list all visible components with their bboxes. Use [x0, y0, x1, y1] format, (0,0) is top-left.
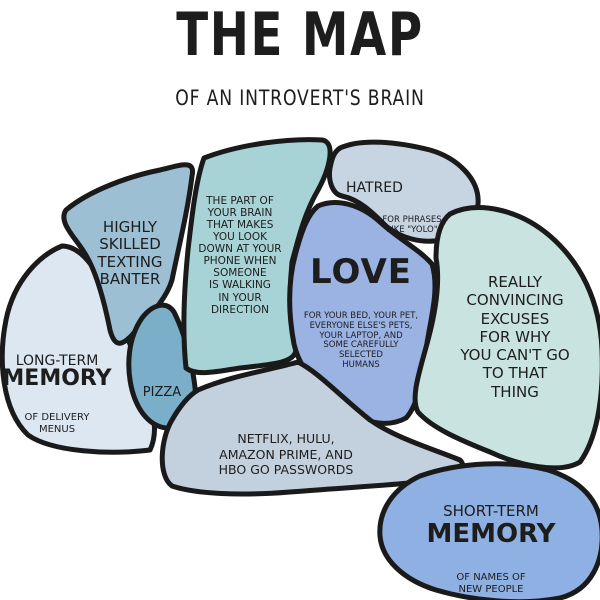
region-short-term-memory-shape	[377, 461, 600, 600]
love-label: LOVE FOR YOUR BED, YOUR PET, EVERYONE EL…	[290, 236, 432, 390]
hatred-label: HATRED FOR PHRASES LIKE "YOLO"	[336, 162, 464, 255]
passwords-text: NETFLIX, HULU, AMAZON PRIME, AND HBO GO …	[218, 431, 354, 478]
love-heading: LOVE	[310, 252, 412, 292]
short-term-memory-heading-line2: MEMORY	[426, 519, 556, 550]
page-title: THE MAP	[176, 0, 424, 70]
texting-banter-label: HIGHLY SKILLED TEXTING BANTER	[80, 200, 180, 307]
excuses-text: REALLY CONVINCING EXCUSES FOR WHY YOU CA…	[460, 273, 570, 401]
passwords-label: NETFLIX, HULU, AMAZON PRIME, AND HBO GO …	[200, 412, 372, 497]
love-detail: FOR YOUR BED, YOUR PET, EVERYONE ELSE'S …	[303, 311, 419, 370]
short-term-memory-detail: OF NAMES OF NEW PEOPLE	[456, 572, 526, 595]
region-excuses-shape	[412, 205, 600, 471]
region-texting-banter-shape	[61, 162, 196, 346]
hatred-heading: HATRED	[346, 180, 403, 196]
short-term-memory-heading-line1: SHORT-TERM	[443, 502, 539, 520]
long-term-memory-heading-line1: LONG-TERM	[15, 353, 99, 369]
region-hatred-shape	[327, 139, 481, 244]
region-love-shape	[287, 200, 438, 426]
phone-part-text: THE PART OF YOUR BRAIN THAT MAKES YOU LO…	[198, 195, 282, 316]
excuses-label: REALLY CONVINCING EXCUSES FOR WHY YOU CA…	[448, 254, 582, 420]
long-term-memory-detail: OF DELIVERY MENUS	[24, 412, 90, 435]
texting-banter-text: HIGHLY SKILLED TEXTING BANTER	[97, 218, 163, 288]
pizza-text: PIZZA	[142, 385, 182, 400]
long-term-memory-heading-line2: MEMORY	[2, 366, 112, 391]
hatred-detail: FOR PHRASES LIKE "YOLO"	[382, 215, 442, 235]
pizza-label: PIZZA	[134, 367, 190, 418]
page-subtitle: OF AN INTROVERT'S BRAIN	[175, 86, 425, 110]
phone-part-label: THE PART OF YOUR BRAIN THAT MAKES YOU LO…	[188, 176, 292, 335]
